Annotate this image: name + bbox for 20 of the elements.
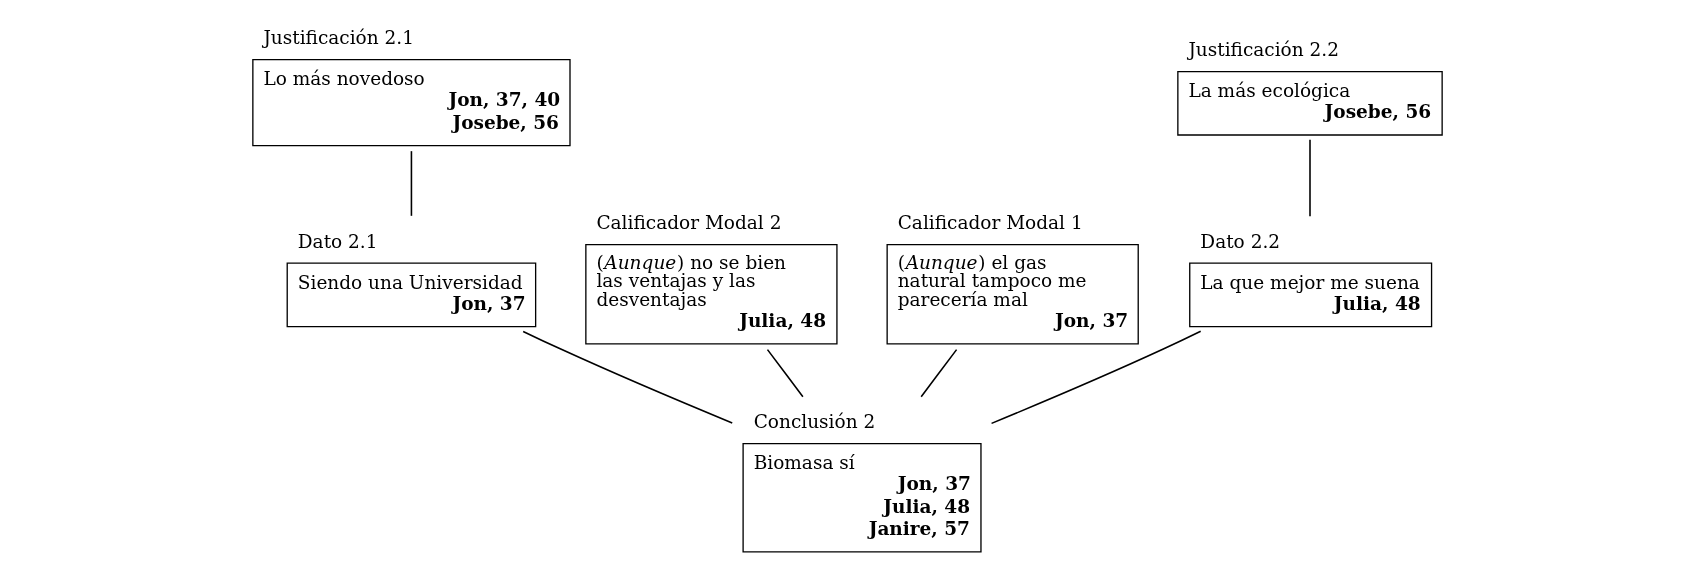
connector — [1309, 138, 1311, 217]
connector — [410, 150, 413, 217]
node-label: Dato 2.2 — [1200, 230, 1281, 252]
node-label: Dato 2.1 — [297, 230, 378, 252]
connector — [766, 348, 804, 398]
node-box: La que mejor me suena Julia, 48 — [1189, 262, 1433, 328]
node-label: Calificador Modal 1 — [897, 212, 1083, 234]
connector — [920, 348, 958, 398]
node-label: Justificación 2.1 — [263, 27, 414, 49]
node-box: (Aunque) el gas natural tampoco me parecería mal Jon, 37 — [886, 244, 1139, 345]
node-label: Conclusión 2 — [753, 410, 876, 432]
node-box: Siendo una Universidad Jon, 37 — [286, 262, 537, 328]
node-box: Biomasa sí Jon, 37 Julia, 48 Janire, 57 — [742, 442, 982, 553]
node-box: (Aunque) no se bien las ventajas y las desventajas Julia, 48 — [585, 244, 838, 345]
node-box: La más ecológica Josebe, 56 — [1177, 70, 1443, 136]
node-label: Justificación 2.2 — [1188, 39, 1339, 60]
connector — [990, 330, 1202, 425]
node-box: Lo más novedoso Jon, 37, 40 Josebe, 56 — [252, 59, 571, 147]
node-label: Calificador Modal 2 — [596, 212, 782, 234]
connector — [522, 330, 734, 424]
